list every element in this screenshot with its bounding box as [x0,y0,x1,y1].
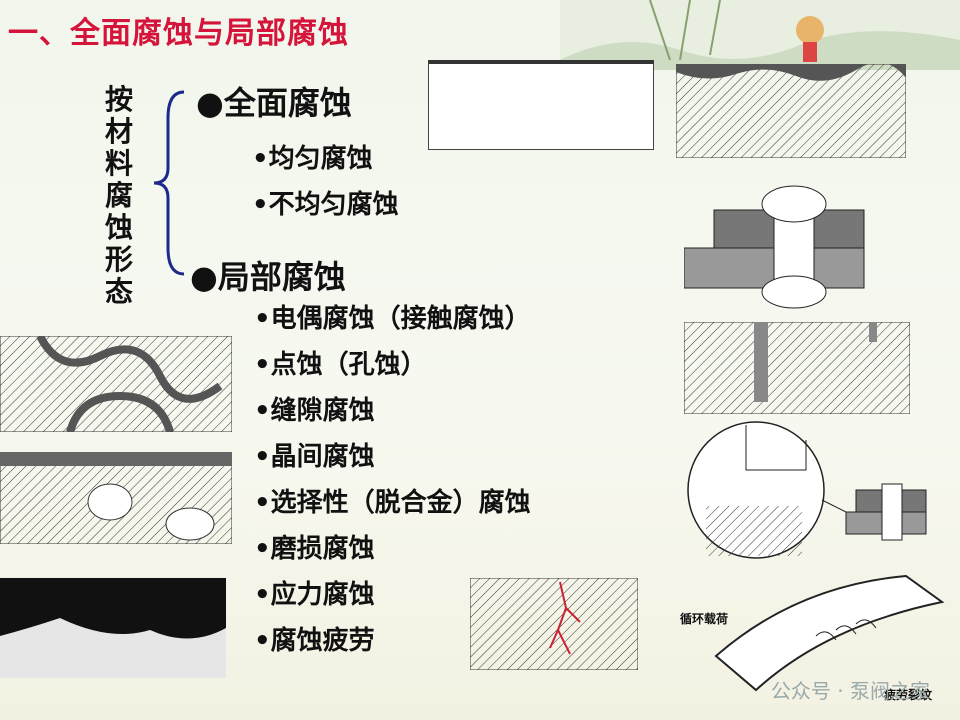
label-char: 料 [102,148,136,180]
label-char: 形 [102,244,136,276]
nonuniform-corrosion-diagram [676,64,906,158]
general-corrosion-heading: ●全面腐蚀 [196,78,352,124]
list-item: •晶间腐蚀 [254,436,375,473]
galvanic-corrosion-diagram [684,180,874,310]
label-char: 态 [102,276,136,308]
classification-label: 按 材 料 腐 蚀 形 态 [102,84,136,308]
erosion-corrosion-photo [0,578,226,678]
list-item: •点蚀（孔蚀） [254,344,427,381]
list-item: •缝隙腐蚀 [254,390,375,427]
label-char: 按 [102,84,136,116]
slide-title: 一、全面腐蚀与局部腐蚀 [8,8,349,52]
list-item: •磨损腐蚀 [254,528,375,565]
list-item: •应力腐蚀 [254,574,375,611]
list-item: •不均匀腐蚀 [252,184,399,221]
uniform-corrosion-diagram [428,60,654,150]
crevice-corrosion-diagram [686,420,946,560]
label-char: 蚀 [102,212,136,244]
brace [150,88,190,278]
list-item: •均匀腐蚀 [252,138,373,175]
label-char: 腐 [102,180,136,212]
list-item: •腐蚀疲劳 [254,620,375,657]
list-item: •选择性（脱合金）腐蚀 [254,482,531,519]
watermark: 公众号 · 泵阀之家 [771,675,930,704]
intergranular-corrosion-diagram [0,336,232,432]
label-char: 材 [102,116,136,148]
pitting-corrosion-diagram [684,322,910,414]
selective-corrosion-diagram [0,452,232,544]
fatigue-load-label: 循环载荷 [680,610,728,627]
local-corrosion-heading: ●局部腐蚀 [190,252,346,298]
stress-corrosion-diagram [470,578,638,670]
list-item: •电偶腐蚀（接触腐蚀） [254,298,531,335]
